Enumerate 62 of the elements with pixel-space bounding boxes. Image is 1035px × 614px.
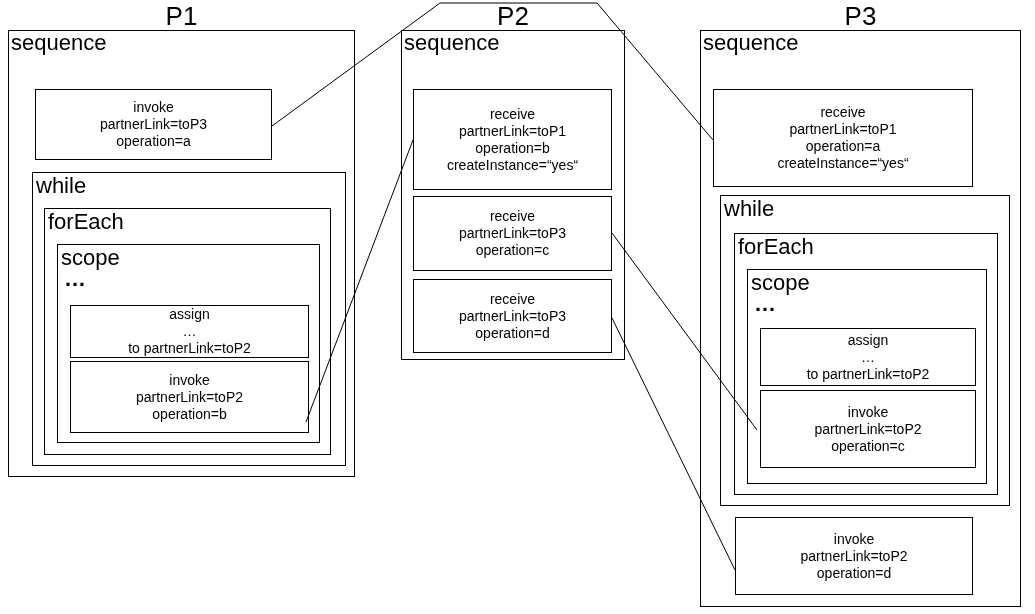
block-heading: while [724,196,775,222]
activity-line: operation=c [475,242,550,259]
activity-line: … [182,323,197,340]
connector-line [611,232,758,431]
activity-line: assign [847,331,889,349]
activity-line: partnerLink=toP3 [100,116,207,133]
activity-line: operation=b [152,405,227,423]
block-box [44,208,331,455]
activity-line: partnerLink=toP2 [814,420,922,438]
block-box [32,172,346,466]
block-heading: forEach [48,209,124,235]
block-heading: sequence [11,31,107,55]
activity-line: … [861,348,875,366]
block-box [720,195,1010,506]
activity-line: partnerLink=toP2 [800,547,908,565]
activity-line: assign [169,306,210,323]
connector-line [305,139,414,423]
activity-box [760,390,976,468]
activity-box [70,361,309,433]
connector-line [271,2,714,141]
block-box [57,244,320,443]
activity-box [713,89,973,187]
activity-line: receive [489,208,536,225]
activity-box [735,517,973,595]
activity-line: receive [820,104,866,121]
activity-box [35,89,272,160]
block-box [734,233,998,495]
activity-line: to partnerLink=toP2 [806,365,930,383]
activity-line: operation=b [475,139,550,157]
activity-line: receive [489,290,536,308]
activity-line: partnerLink=toP3 [459,225,566,242]
activity-line: operation=a [805,138,881,155]
activity-line: partnerLink=toP1 [459,122,566,140]
activity-box [413,89,612,190]
activity-line: invoke [169,371,210,389]
activity-line: operation=d [475,324,550,342]
activity-line: to partnerLink=toP2 [128,340,251,357]
activity-line: receive [489,105,536,123]
block-heading: forEach [738,234,814,260]
activity-line: partnerLink=toP2 [136,388,243,406]
activity-line: operation=a [116,133,191,150]
column-title: P2 [496,2,530,30]
block-heading: sequence [404,31,500,55]
activity-line: createInstance=“yes“ [777,155,909,172]
activity-line: partnerLink=toP1 [789,121,897,138]
activity-line: partnerLink=toP3 [459,307,566,325]
connector-line [611,317,736,571]
block-heading: while [36,173,87,199]
activity-box [413,196,612,271]
activity-box [70,305,309,358]
block-heading: sequence [703,31,799,55]
column-title: P1 [164,2,199,30]
activity-line: operation=c [831,437,905,455]
activity-line: invoke [847,403,889,421]
activity-line: operation=d [816,564,892,582]
block-box [747,269,987,484]
activity-box [413,279,612,353]
activity-line: createInstance=“yes“ [446,156,579,174]
activity-box [760,328,976,386]
column-title: P3 [843,2,878,30]
activity-line: invoke [833,530,875,548]
activity-line: invoke [133,99,174,116]
